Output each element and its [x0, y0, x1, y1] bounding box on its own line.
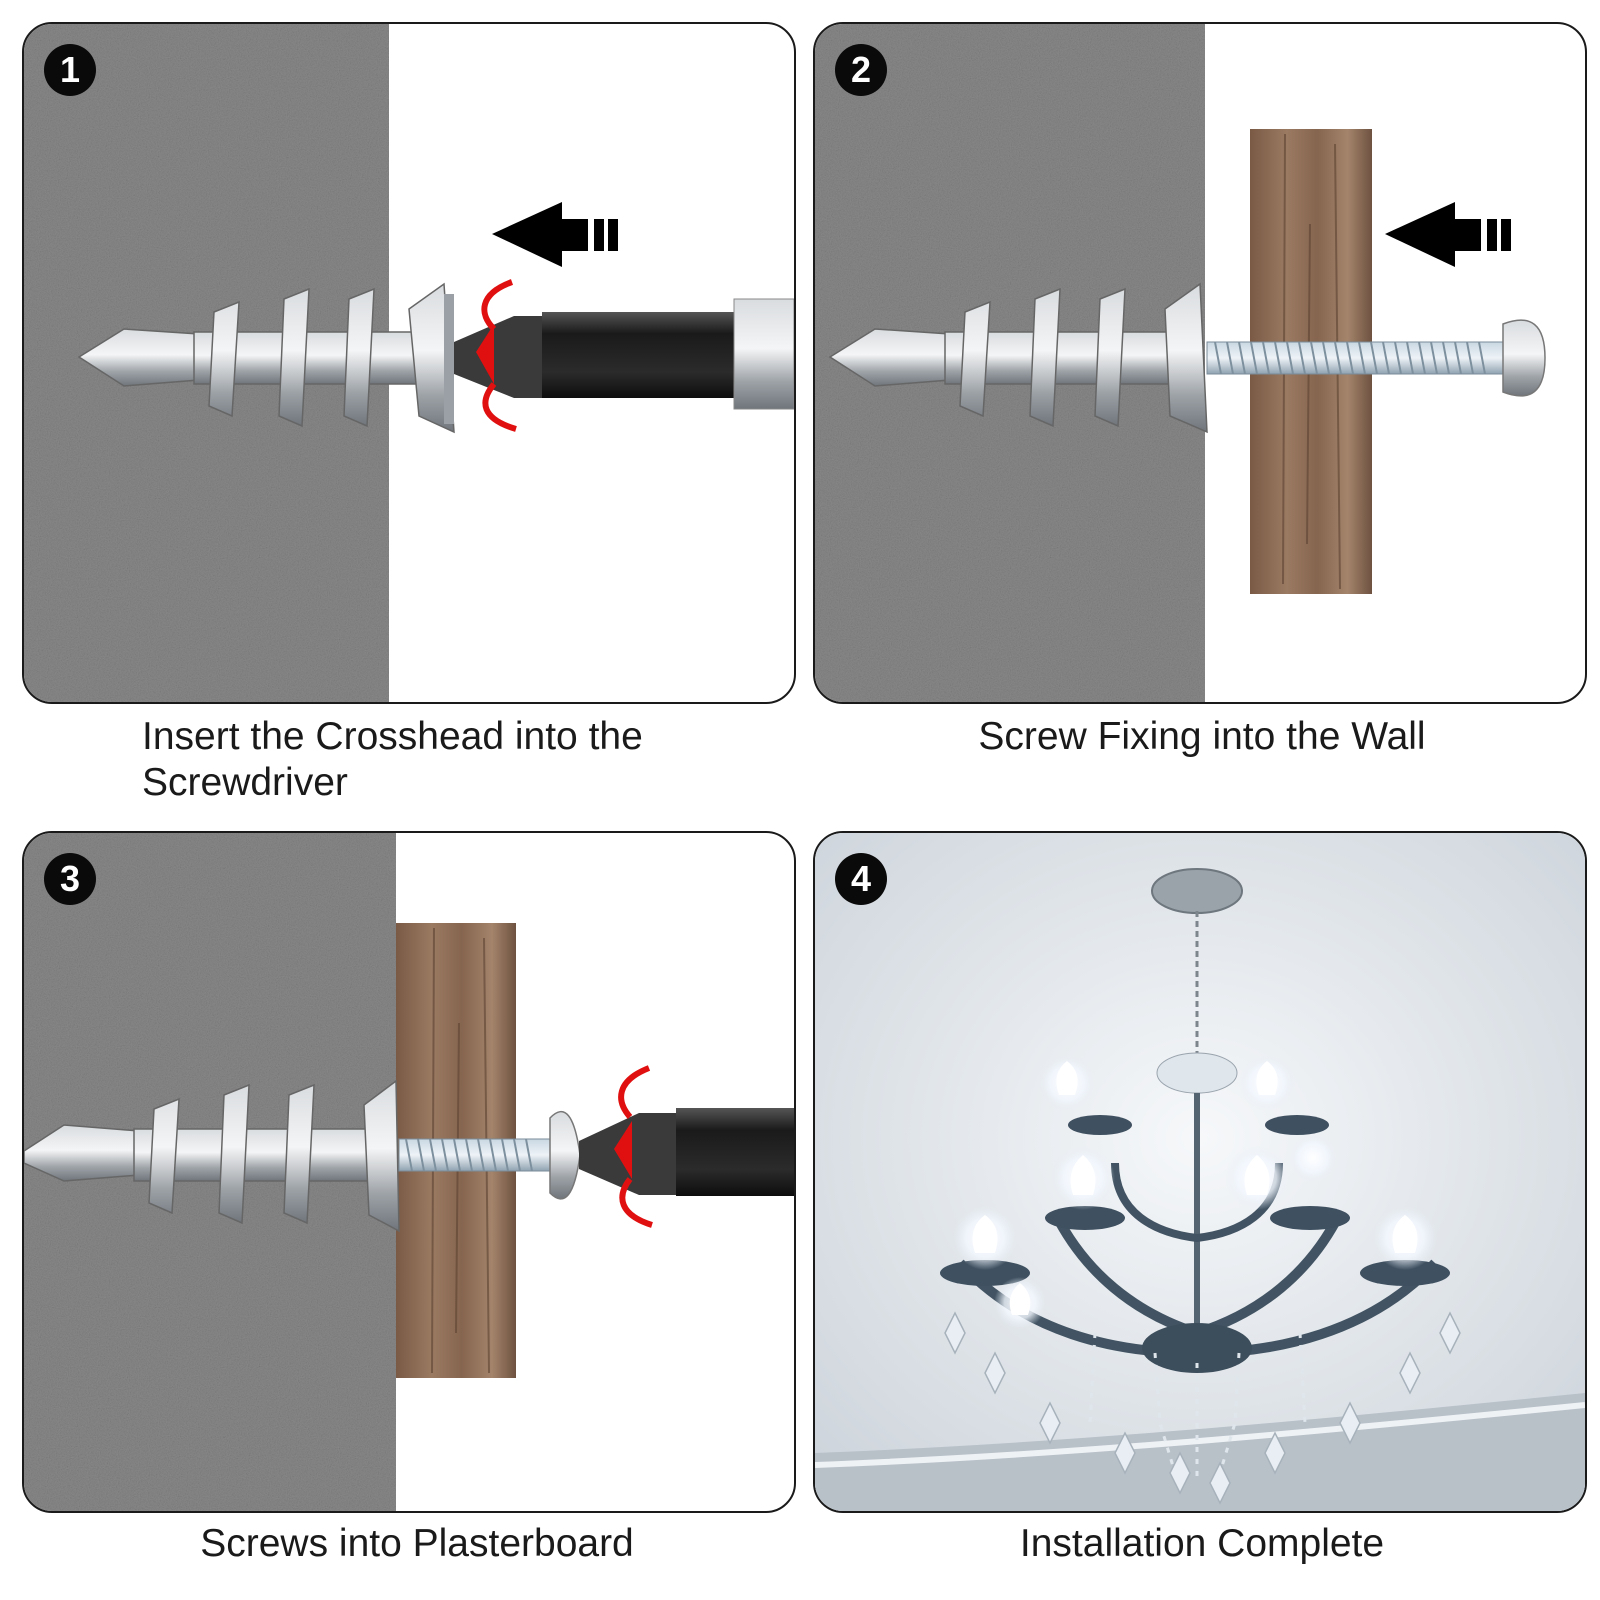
step-3-illustration [24, 833, 794, 1511]
screwdriver-bit [579, 1108, 794, 1196]
step-4-panel: 4 [813, 831, 1587, 1513]
insert-direction-arrow [492, 202, 618, 267]
screwdriver-bit [454, 299, 794, 409]
step-number-badge: 1 [44, 44, 96, 96]
step-3-panel: 3 [22, 831, 796, 1513]
step-1-illustration [24, 24, 794, 702]
step-number-badge: 4 [835, 853, 887, 905]
step-2-illustration [815, 24, 1585, 702]
step-1-panel: 1 [22, 22, 796, 704]
step-1-caption: Insert the Crosshead into the Screwdrive… [142, 714, 742, 806]
step-number-badge: 2 [835, 44, 887, 96]
step-3-caption: Screws into Plasterboard [22, 1521, 812, 1567]
chandelier-photo [815, 833, 1585, 1511]
step-4-caption: Installation Complete [813, 1521, 1591, 1567]
step-number-badge: 3 [44, 853, 96, 905]
step-2-caption: Screw Fixing into the Wall [813, 714, 1591, 760]
step-2-panel: 2 [813, 22, 1587, 704]
ceiling-canopy [1152, 869, 1242, 913]
insert-direction-arrow [1385, 202, 1511, 267]
